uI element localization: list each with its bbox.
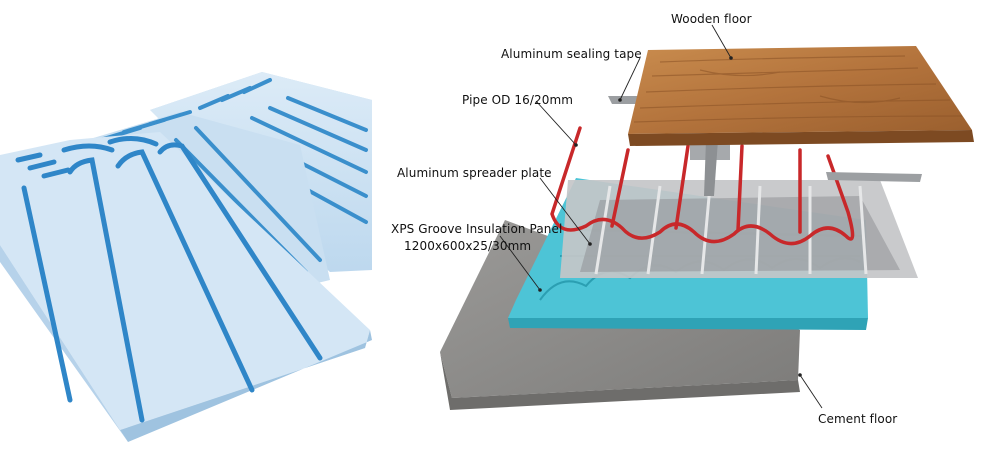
leader-pipe	[535, 100, 577, 146]
cement-floor-side	[440, 352, 800, 410]
leader-cement-floor	[799, 374, 823, 409]
wooden-floor-grain	[633, 55, 963, 123]
leader-sealing-tape	[619, 57, 641, 101]
spreader-plate-channels	[594, 185, 868, 275]
leader-xps-panel	[499, 235, 541, 291]
label-spreader-plate: Aluminum spreader plate	[397, 166, 552, 180]
leader-lines	[499, 24, 823, 409]
xps-board-front	[0, 132, 370, 430]
xps-panel-edge	[508, 318, 868, 330]
label-sealing-tape: Aluminum sealing tape	[501, 47, 642, 61]
leader-spreader-plate	[539, 177, 591, 245]
leader-dots	[538, 56, 802, 377]
label-wooden-floor: Wooden floor	[671, 12, 752, 26]
label-pipe: Pipe OD 16/20mm	[462, 93, 574, 107]
wooden-floor-top	[628, 46, 972, 134]
xps-front-grooves	[21, 142, 323, 423]
label-cement-floor: Cement floor	[818, 412, 898, 426]
heating-pipe	[550, 126, 855, 246]
wooden-floor-edge	[628, 130, 974, 146]
wooden-floor-layer	[628, 46, 974, 146]
label-xps-panel-size: 1200x600x25/30mm	[404, 239, 532, 253]
xps-board-front-edge	[120, 330, 372, 442]
sealing-tape-center	[704, 140, 718, 196]
spreader-plate-shade	[580, 196, 900, 272]
leader-wooden-floor	[711, 24, 732, 59]
sealing-tape-layer	[608, 96, 922, 196]
sealing-tape-right	[826, 172, 922, 182]
label-xps-panel-name: XPS Groove Insulation Panel	[391, 222, 563, 236]
xps-panels-photo	[0, 72, 372, 442]
xps-front-groove-headers	[15, 136, 159, 179]
